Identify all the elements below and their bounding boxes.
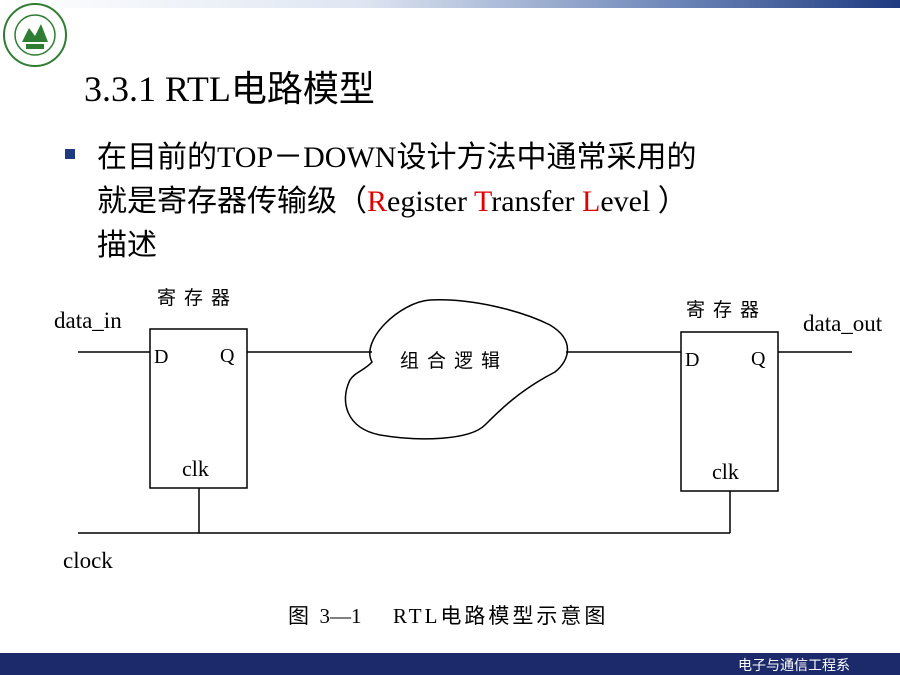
bullet-line-3: 描述 (97, 229, 157, 262)
top-gradient-bar (0, 0, 900, 8)
reg1-pin-q: Q (220, 345, 235, 367)
clock-label: clock (63, 548, 113, 573)
footer-department: 电子与通信工程系 (738, 658, 850, 674)
footer-bar: 电子与通信工程系 (0, 653, 900, 675)
bullet-square-icon (65, 149, 75, 159)
bullet-line-2: 就是寄存器传输级（Register Transfer Level ） (97, 185, 688, 218)
bullet-paragraph: 在目前的TOP－DOWN设计方法中通常采用的 就是寄存器传输级（Register… (97, 136, 857, 268)
figure-caption: 图 3—1 RTL电路模型示意图 (288, 604, 609, 628)
logic-label: 组合逻辑 (400, 350, 508, 372)
reg1-pin-d: D (154, 346, 168, 368)
university-seal-logo (3, 3, 67, 67)
register-1-label: 寄存器 (157, 287, 238, 309)
reg2-pin-q: Q (751, 348, 766, 370)
combinational-logic-cloud (344, 299, 569, 440)
reg2-pin-d: D (685, 349, 699, 371)
reg2-pin-clk: clk (712, 459, 739, 484)
register-2-label: 寄存器 (686, 299, 767, 321)
rtl-circuit-diagram: 寄存器 寄存器 组合逻辑 data_in data_out D Q clk D … (54, 287, 883, 573)
reg1-pin-clk: clk (182, 456, 209, 481)
bullet-line-1: 在目前的TOP－DOWN设计方法中通常采用的 (97, 141, 697, 174)
data-in-label: data_in (54, 308, 122, 333)
signal-wires (78, 351, 852, 534)
slide-title: 3.3.1 RTL电路模型 (84, 69, 375, 109)
data-out-label: data_out (803, 311, 883, 336)
